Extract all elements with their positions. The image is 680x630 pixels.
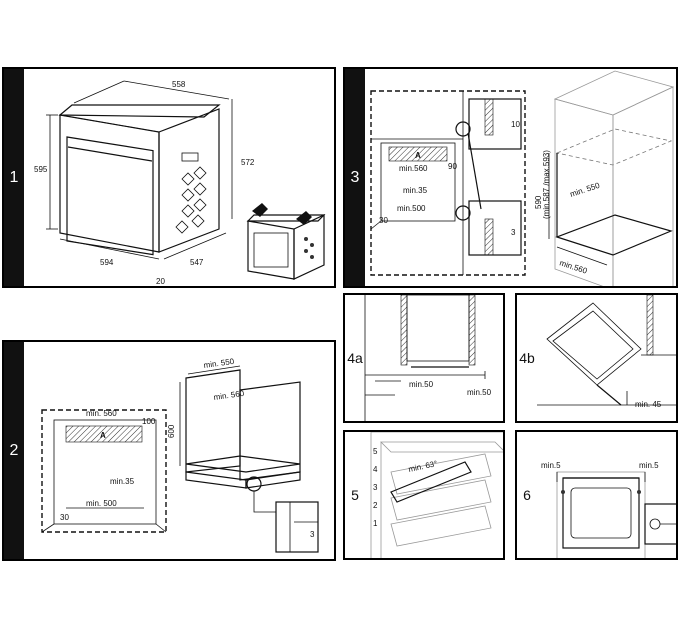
cutout-a <box>65 425 143 443</box>
panel-2: 2 min. 560 A 100 min.35 min. 500 30 min.… <box>2 340 336 561</box>
panel-5-number: 5 <box>351 487 359 503</box>
dim-3: 3 <box>310 530 315 539</box>
fixing-screws-drawing: min.5 min.5 <box>541 461 676 558</box>
small-oven-with-lift-hands <box>246 203 326 280</box>
panel-3-number: 3 <box>345 69 365 286</box>
panel-4a: 4a min.50 min.50 <box>343 293 505 423</box>
dim-min35-tall: min.35 <box>403 186 428 195</box>
niche-outline-tall <box>370 90 526 276</box>
dim-depth: 572 <box>241 158 255 167</box>
dim-min35: min.35 <box>110 477 135 486</box>
niche-outline <box>41 409 167 533</box>
hand-icon-right <box>296 211 312 225</box>
dim-min550-tall: min. 550 <box>569 181 601 199</box>
dim-min560-tall: min.560 <box>399 164 428 173</box>
dim-90: 90 <box>448 162 457 171</box>
screw-icon <box>649 518 661 530</box>
screw-detail-inset <box>644 503 676 545</box>
panel-1: 1 558 595 <box>2 67 336 288</box>
dim-3-tall: 3 <box>511 228 516 237</box>
dim-30-tall: 30 <box>379 216 388 225</box>
dim-30: 30 <box>60 513 69 522</box>
dim-width-front: 594 <box>100 258 114 267</box>
cabinet-shelf <box>185 455 301 473</box>
tall-cabinet-front <box>554 98 614 286</box>
oven-plan-4b-rotated <box>546 302 642 386</box>
panel-6-number: 6 <box>523 487 531 503</box>
label-a: A <box>100 431 106 440</box>
dim-height: 595 <box>34 165 48 174</box>
detail-inset-bottom <box>468 200 522 256</box>
rack-installation-drawing: min. 63° 5 4 3 2 1 <box>370 432 503 558</box>
tall-cabinet-installation-drawing: A min.560 90 min.35 min.500 30 10 3 590 … <box>370 70 675 286</box>
panel-4b: 4b min. 45 <box>515 293 678 423</box>
panel-6: 6 min.5 min.5 <box>515 430 678 560</box>
oven-side-face <box>158 108 220 253</box>
corner-installation-b-drawing: min. 45 <box>537 295 676 409</box>
detail-inset-top <box>468 98 522 150</box>
dim-min45: min. 45 <box>635 400 662 409</box>
dim-590: 590 <box>534 195 543 209</box>
level-1: 1 <box>373 519 378 528</box>
dim-600: 600 <box>167 424 176 438</box>
dim-min50a: min.50 <box>409 380 434 389</box>
dim-min5a: min.5 <box>541 461 561 470</box>
detail-circle-bottom <box>455 205 471 221</box>
corner-installation-a-drawing: min.50 min.50 <box>364 295 492 421</box>
side-ventilation-pattern <box>175 152 207 234</box>
panel-4b-number: 4b <box>519 350 535 366</box>
dim-min560b-tall: min.560 <box>558 258 588 276</box>
panel-4a-number: 4a <box>347 350 363 366</box>
dim-min500-tall: min.500 <box>397 204 426 213</box>
dim-min550: min. 550 <box>203 357 235 370</box>
dim-depth-side: 547 <box>190 258 204 267</box>
level-2: 2 <box>373 501 378 510</box>
panel-5: 5 min. 63° 5 4 3 2 1 <box>343 430 505 560</box>
level-5: 5 <box>373 447 378 456</box>
panel-2-number: 2 <box>4 342 24 559</box>
oven-front-face <box>59 114 160 253</box>
oven-top-face <box>58 104 221 118</box>
dim-min500: min. 500 <box>86 499 117 508</box>
dim-width-top: 558 <box>172 80 186 89</box>
cutout-a-tall <box>388 146 448 162</box>
level-4: 4 <box>373 465 378 474</box>
hand-icon-left <box>252 203 268 217</box>
built-in-oven-dimensions-drawing: 558 595 572 594 547 20 <box>34 80 326 286</box>
detail-inset <box>275 501 319 553</box>
dim-min560b: min. 560 <box>213 389 245 402</box>
tall-cabinet-top <box>553 70 675 116</box>
dim-angle: min. 63° <box>408 459 439 474</box>
detail-circle-top <box>455 121 471 137</box>
oven-plan-4a <box>406 295 470 362</box>
undercounter-installation-drawing: min. 560 A 100 min.35 min. 500 30 min. 5… <box>41 357 319 553</box>
tall-cabinet-shelf <box>555 214 673 256</box>
oven-handle <box>67 146 153 162</box>
dim-min560: min. 560 <box>86 409 117 418</box>
dim-range: (min.587 /max.593) <box>542 150 551 219</box>
oven-front-6 <box>562 477 640 549</box>
tilted-rack <box>390 461 472 503</box>
dim-10: 10 <box>511 120 520 129</box>
dim-min5b: min.5 <box>639 461 659 470</box>
panel-1-number: 1 <box>4 69 24 286</box>
dim-min50b: min.50 <box>467 388 492 397</box>
dim-door: 20 <box>156 277 165 286</box>
level-3: 3 <box>373 483 378 492</box>
label-a-tall: A <box>415 151 421 160</box>
panel-3: 3 A min.560 90 min.35 min.500 30 10 3 59… <box>343 67 678 288</box>
dim-100: 100 <box>142 417 156 426</box>
